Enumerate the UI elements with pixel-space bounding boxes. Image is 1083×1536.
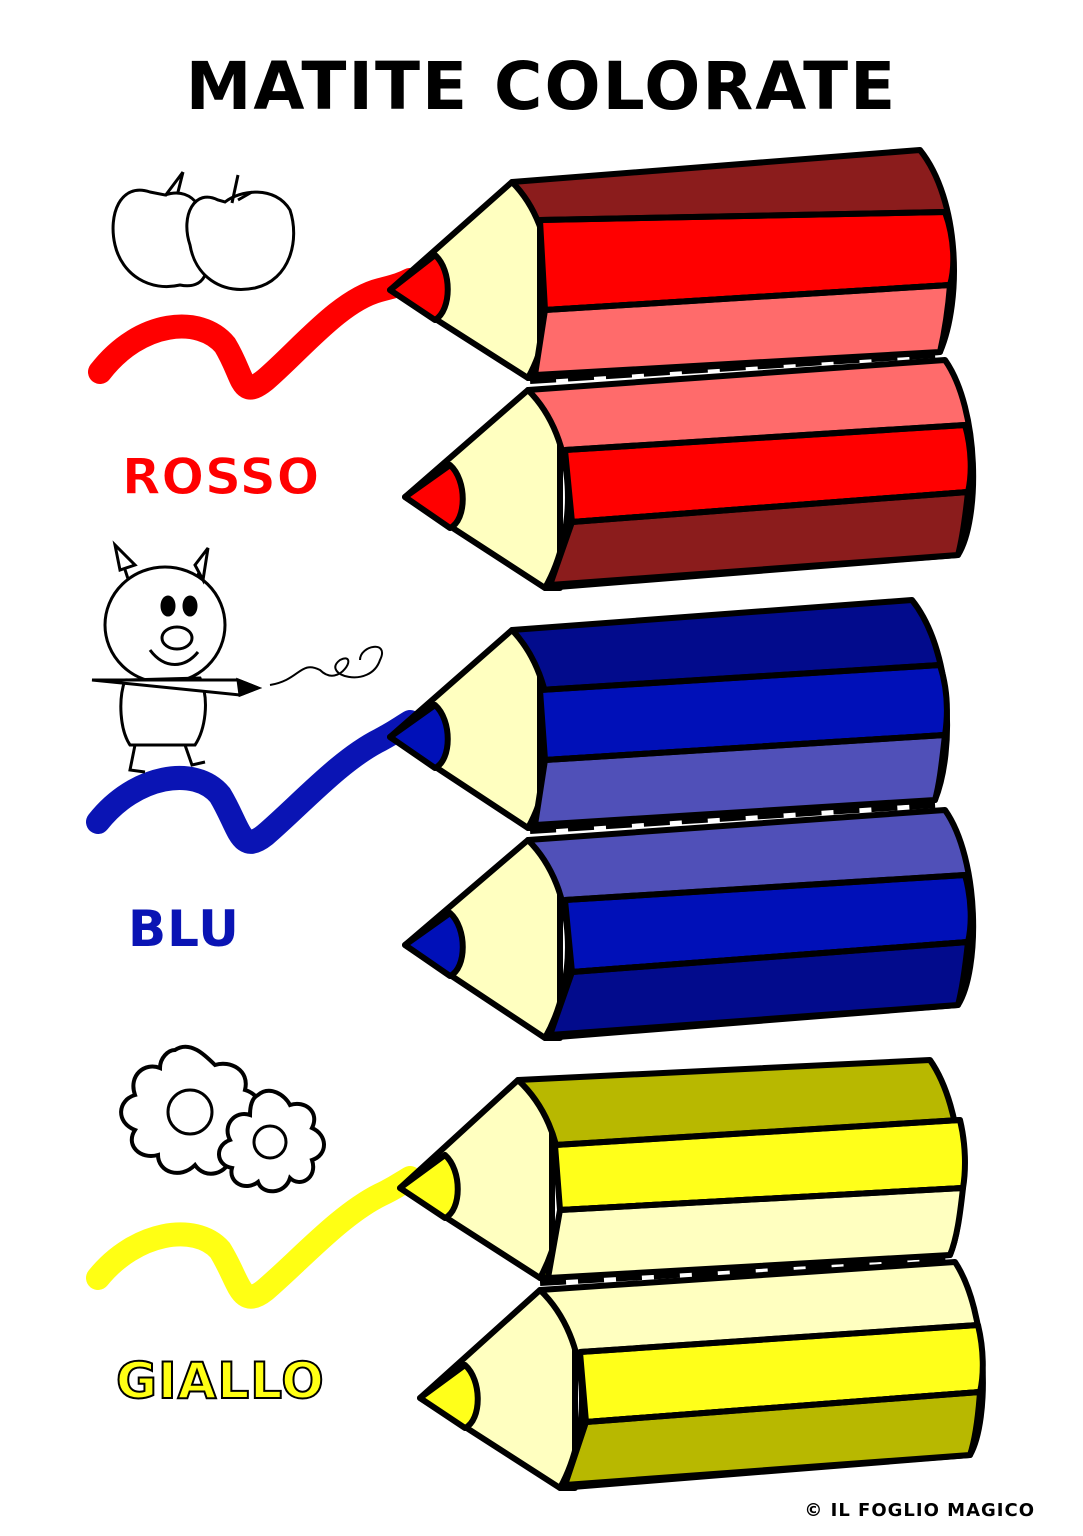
red-lower-pencil <box>402 357 977 591</box>
label-red: ROSSO <box>121 448 321 507</box>
red-scribble <box>88 268 422 400</box>
yellow-group <box>86 1044 986 1491</box>
apples-drawing <box>111 171 296 291</box>
page-title: MATITE COLORATE <box>185 48 898 125</box>
copyright-notice: © IL FOGLIO MAGICO <box>804 1500 1035 1521</box>
label-yellow: GIALLO <box>115 1351 325 1411</box>
label-blue: BLU <box>128 900 240 958</box>
flowers-drawing <box>119 1044 326 1194</box>
blue-lower-pencil <box>402 807 977 1041</box>
yellow-lower-pencil <box>417 1259 986 1491</box>
blue-upper-pencil <box>387 597 951 831</box>
yellow-scribble <box>86 1166 422 1309</box>
blue-group <box>86 540 977 1041</box>
yellow-upper-pencil <box>397 1057 968 1281</box>
blue-scribble <box>86 710 422 854</box>
red-upper-pencil <box>387 147 957 381</box>
red-group <box>88 147 977 591</box>
pig-drawing <box>91 540 383 774</box>
